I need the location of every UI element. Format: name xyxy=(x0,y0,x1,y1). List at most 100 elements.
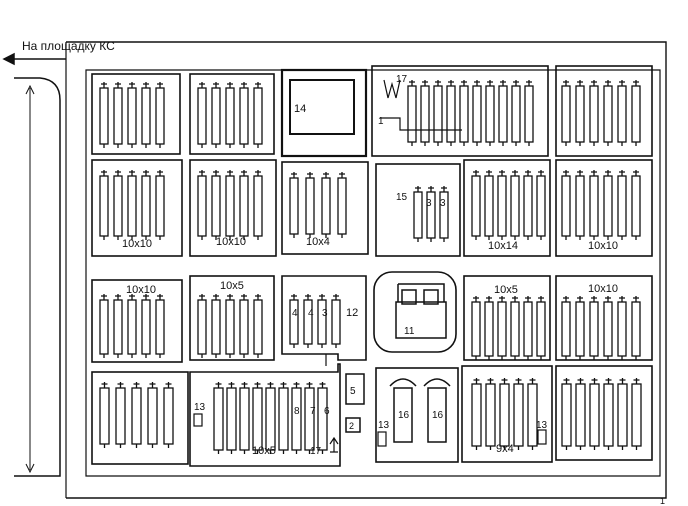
tank-valve xyxy=(633,170,639,240)
tank-unit xyxy=(303,299,313,345)
tank-unit xyxy=(575,383,586,447)
tank-valve xyxy=(525,170,531,240)
tank-valve xyxy=(227,82,233,148)
tank-unit xyxy=(603,175,613,237)
tank-valve xyxy=(115,82,121,148)
tank-unit xyxy=(407,85,417,143)
tank-valve xyxy=(486,296,492,360)
tank-valve xyxy=(227,170,233,240)
tank-valve xyxy=(199,170,205,240)
tank-valve xyxy=(473,378,480,450)
tank-valve xyxy=(228,382,235,454)
tank-valve xyxy=(474,80,480,146)
tank-valve xyxy=(291,172,297,238)
unit-16-arcs xyxy=(389,378,451,387)
tank-unit xyxy=(317,387,328,451)
tank-valve xyxy=(199,294,205,358)
block-r4c2 xyxy=(189,363,341,467)
tank-valve xyxy=(241,382,248,454)
tank-valve xyxy=(101,382,108,448)
tank-valve xyxy=(525,296,531,360)
size-r4c2: 10x5 xyxy=(252,445,276,457)
tank-unit xyxy=(113,299,123,355)
tank-valve xyxy=(215,382,222,454)
tank-unit xyxy=(523,301,533,357)
tank-unit xyxy=(498,85,508,143)
tank-valve xyxy=(157,82,163,148)
tank-valve xyxy=(254,382,261,454)
tank-valve xyxy=(165,382,172,448)
symbol-13-mid-icon xyxy=(377,431,387,447)
size-r3c2: 10x5 xyxy=(220,280,244,292)
tank-valve xyxy=(319,294,325,348)
unit-11-left xyxy=(401,289,417,305)
tank-valve xyxy=(129,294,135,358)
tank-unit xyxy=(147,387,158,445)
label-11: 11 xyxy=(404,326,415,337)
tank-unit xyxy=(155,299,165,355)
block-11-outer xyxy=(373,271,457,353)
tank-valve xyxy=(415,186,421,242)
tank-valve xyxy=(280,382,287,454)
tank-unit xyxy=(589,175,599,237)
tank-unit xyxy=(253,87,263,145)
tank-valve xyxy=(473,296,479,360)
tank-unit xyxy=(226,387,237,451)
tank-valve xyxy=(591,80,597,146)
tank-valve xyxy=(633,296,639,360)
tank-valve xyxy=(501,378,508,450)
tank-unit xyxy=(213,387,224,451)
label-13-mid: 13 xyxy=(378,420,390,431)
tank-unit xyxy=(225,175,235,237)
tank-valve xyxy=(267,382,274,454)
tank-valve xyxy=(512,170,518,240)
unit-16-right xyxy=(427,387,447,443)
tank-unit xyxy=(99,87,109,145)
block-r2c2 xyxy=(189,159,277,257)
tank-unit xyxy=(485,85,495,143)
tank-unit xyxy=(617,85,627,143)
label-2: 2 xyxy=(349,421,354,431)
block-r4c5 xyxy=(555,365,653,461)
block-r4c3 xyxy=(375,367,459,463)
tank-valve xyxy=(448,80,454,146)
tank-unit xyxy=(603,85,613,143)
tank-valve xyxy=(563,80,569,146)
tank-valve xyxy=(591,378,598,450)
symbol-17-bottom-icon xyxy=(329,436,339,453)
tank-valve xyxy=(499,170,505,240)
label-4-a: 4 xyxy=(292,308,298,319)
tank-unit xyxy=(131,387,142,445)
label-17-bottom: 17 xyxy=(310,446,322,457)
tank-valve xyxy=(591,170,597,240)
unit-5 xyxy=(345,373,365,405)
tank-valve xyxy=(577,296,583,360)
tank-unit xyxy=(99,387,110,445)
label-6: 6 xyxy=(324,406,330,417)
symbol-17-top-icon xyxy=(383,79,401,99)
unit-11-right xyxy=(423,289,439,305)
tank-valve xyxy=(101,82,107,148)
tank-unit xyxy=(497,175,507,237)
tank-unit xyxy=(617,383,628,447)
tank-unit xyxy=(536,175,546,237)
tank-unit xyxy=(239,387,250,451)
block-r3c6 xyxy=(555,275,653,361)
label-3-a: 3 xyxy=(426,198,432,209)
access-road xyxy=(14,77,61,477)
label-12: 12 xyxy=(346,307,358,319)
tank-valve xyxy=(117,382,124,448)
tank-unit xyxy=(603,301,613,357)
unit-16-left xyxy=(393,387,413,443)
tank-unit xyxy=(99,299,109,355)
tank-unit xyxy=(603,383,614,447)
tank-valve xyxy=(619,170,625,240)
size-r2c1: 10x10 xyxy=(122,238,152,250)
tank-unit xyxy=(331,299,341,345)
size-r2c3: 10x4 xyxy=(306,236,330,248)
tank-unit xyxy=(631,175,641,237)
tank-valve xyxy=(213,82,219,148)
tank-unit xyxy=(523,175,533,237)
block-r2c4 xyxy=(375,163,461,257)
